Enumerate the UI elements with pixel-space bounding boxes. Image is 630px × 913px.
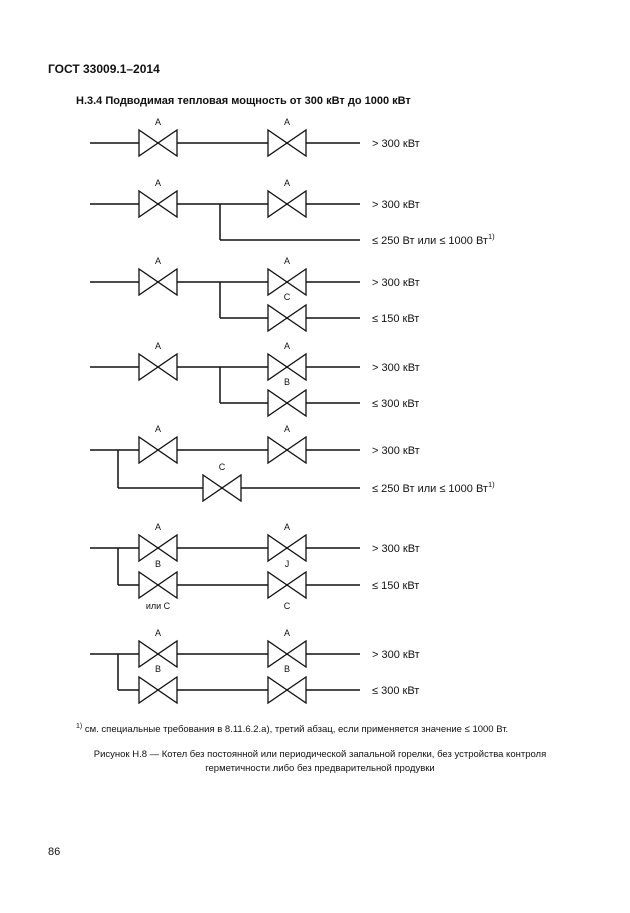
valve-label: B	[155, 559, 161, 569]
valve-label: A	[284, 256, 290, 266]
output-label: ≤ 300 кВт	[372, 685, 419, 697]
valve-label: B	[284, 377, 290, 387]
valve-alt-label: или C	[146, 601, 171, 611]
valve-icon	[138, 267, 178, 297]
valve-icon	[138, 128, 178, 158]
output-label: > 300 кВт	[372, 277, 420, 289]
valve-icon	[267, 189, 307, 219]
standard-number: ГОСТ 33009.1–2014	[48, 62, 160, 76]
output-label: ≤ 300 кВт	[372, 398, 419, 410]
output-label: ≤ 250 Вт или ≤ 1000 Вт1)	[372, 232, 495, 247]
output-label: > 300 кВт	[372, 138, 420, 150]
valve-icon	[267, 639, 307, 669]
valve-label: A	[155, 628, 161, 638]
valve-label: C	[284, 292, 291, 302]
valve-icon	[138, 570, 178, 600]
output-footnote-marker: 1)	[488, 232, 495, 241]
valve-label: B	[284, 664, 290, 674]
output-label: ≤ 250 Вт или ≤ 1000 Вт1)	[372, 480, 495, 495]
valve-icon	[267, 267, 307, 297]
output-label: > 300 кВт	[372, 543, 420, 555]
output-label: > 300 кВт	[372, 445, 420, 457]
valve-icon	[267, 388, 307, 418]
page-number: 86	[48, 846, 61, 858]
valve-icon	[138, 675, 178, 705]
valve-icon	[138, 352, 178, 382]
valve-icon	[267, 352, 307, 382]
output-label: ≤ 150 кВт	[372, 313, 419, 325]
valve-icon	[267, 435, 307, 465]
valve-label: A	[284, 522, 290, 532]
valve-icon	[267, 303, 307, 333]
valve-icon	[138, 435, 178, 465]
valve-icon	[138, 639, 178, 669]
valve-label: J	[285, 559, 290, 569]
output-label: ≤ 150 кВт	[372, 580, 419, 592]
valve-label: A	[155, 256, 161, 266]
valve-label: A	[284, 341, 290, 351]
valve-label: A	[155, 178, 161, 188]
valve-icon	[138, 533, 178, 563]
valve-label: B	[155, 664, 161, 674]
footnote-text: см. специальные требования в 8.11.6.2.а)…	[82, 724, 509, 736]
valve-label: A	[284, 117, 290, 127]
footnote-marker: 1)	[76, 723, 83, 730]
valve-label: C	[219, 462, 226, 472]
valve-icon	[267, 675, 307, 705]
output-footnote-marker: 1)	[488, 480, 495, 489]
output-label: > 300 кВт	[372, 649, 420, 661]
figure-caption: Рисунок Н.8 — Котел без постоянной или п…	[93, 749, 547, 774]
valve-label: A	[155, 424, 161, 434]
valve-label: A	[284, 628, 290, 638]
valve-icon	[267, 533, 307, 563]
valve-icon	[202, 473, 242, 503]
valve-label: A	[284, 178, 290, 188]
valve-icon	[138, 189, 178, 219]
output-label: > 300 кВт	[372, 199, 420, 211]
valve-label: A	[284, 424, 290, 434]
valve-icon	[267, 128, 307, 158]
footnote: 1) см. специальные требования в 8.11.6.2…	[76, 723, 508, 735]
output-label: > 300 кВт	[372, 362, 420, 374]
valve-label: A	[155, 522, 161, 532]
valve-icon	[267, 570, 307, 600]
valve-label: A	[155, 341, 161, 351]
section-heading: Н.3.4 Подводимая тепловая мощность от 30…	[76, 95, 411, 107]
valve-label: A	[155, 117, 161, 127]
valve-alt-label: C	[284, 601, 291, 611]
